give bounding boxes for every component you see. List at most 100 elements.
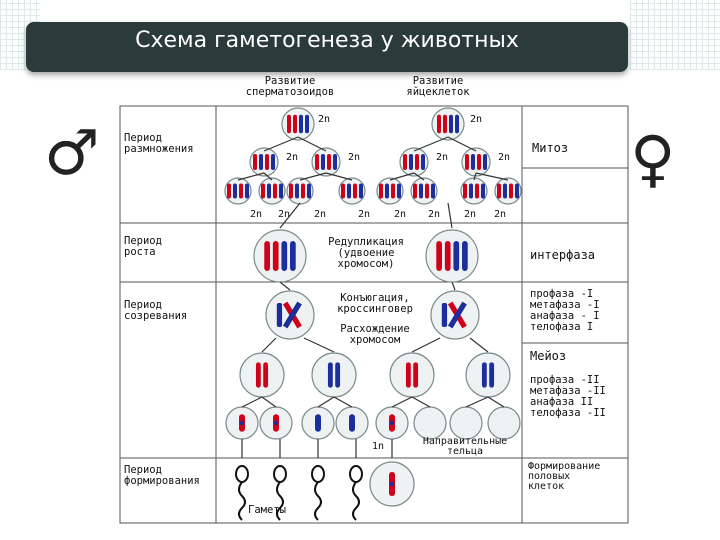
chromosome bbox=[267, 183, 271, 199]
chromosome bbox=[481, 362, 487, 388]
chromosome bbox=[315, 153, 319, 171]
chromosome bbox=[447, 301, 467, 329]
period-maturation: Период созревания bbox=[124, 299, 188, 322]
connector-line bbox=[487, 396, 505, 408]
chromosome bbox=[413, 183, 417, 199]
chromosome bbox=[299, 114, 303, 134]
chromosome bbox=[379, 183, 383, 199]
chromosome bbox=[441, 303, 448, 327]
chromosome bbox=[290, 241, 296, 271]
chromosome bbox=[503, 183, 507, 199]
cell bbox=[389, 352, 435, 398]
chromosome bbox=[335, 362, 341, 388]
sperm-head bbox=[311, 465, 325, 483]
chromosome bbox=[307, 183, 311, 199]
label-formation: Формирование половых клеток bbox=[528, 461, 601, 492]
ploidy-2n: 2n bbox=[278, 209, 291, 220]
chromosome bbox=[264, 241, 270, 271]
ploidy-2n: 2n bbox=[464, 209, 477, 220]
label-reduplication: Редупликация (удвоение хромосом) bbox=[328, 236, 404, 270]
title-bar bbox=[26, 22, 628, 72]
chromosome bbox=[425, 183, 429, 199]
chromosome bbox=[295, 183, 299, 199]
cell bbox=[461, 147, 491, 177]
ploidy-2n: 2n bbox=[348, 152, 361, 163]
connector-line bbox=[389, 172, 415, 181]
chromosome bbox=[444, 241, 451, 271]
connector-line bbox=[473, 172, 477, 181]
chromosome bbox=[353, 183, 357, 199]
chromosome bbox=[282, 301, 302, 329]
chromosome bbox=[253, 153, 257, 171]
chromosome bbox=[305, 114, 309, 134]
chromosome bbox=[397, 183, 401, 199]
period-formation: Период формирования bbox=[124, 464, 200, 487]
connector-line bbox=[411, 337, 441, 353]
ploidy-2n: 2n bbox=[436, 152, 449, 163]
ploidy-2n: 2n bbox=[494, 209, 507, 220]
chromosome bbox=[509, 183, 513, 199]
chromosome bbox=[475, 183, 479, 199]
chromosome bbox=[293, 114, 297, 134]
chromosome bbox=[333, 153, 337, 171]
chromosome bbox=[233, 183, 237, 199]
ploidy-1n: 1n bbox=[372, 441, 385, 452]
centromere bbox=[273, 420, 279, 426]
chromosome bbox=[463, 183, 467, 199]
connector-line bbox=[299, 172, 327, 181]
ploidy-2n: 2n bbox=[286, 152, 299, 163]
connector-line bbox=[411, 396, 431, 408]
chromosome bbox=[347, 183, 351, 199]
connector-line bbox=[263, 172, 273, 181]
chromosome bbox=[276, 303, 283, 327]
chromosome bbox=[321, 153, 325, 171]
chromosome bbox=[477, 153, 481, 171]
chromosome bbox=[281, 241, 288, 271]
chromosome bbox=[443, 114, 447, 134]
chromosome bbox=[421, 153, 425, 171]
cell bbox=[431, 107, 465, 141]
header-oocytes: Развитие яйцеклеток bbox=[406, 75, 470, 98]
chromosome bbox=[385, 183, 389, 199]
connector-line bbox=[413, 172, 425, 181]
connector-line bbox=[261, 396, 277, 408]
chromosome bbox=[272, 241, 279, 271]
chromosome bbox=[415, 153, 419, 171]
cell bbox=[311, 352, 357, 398]
chromosome bbox=[462, 241, 468, 271]
connector-line bbox=[413, 136, 449, 152]
chromosome bbox=[497, 183, 501, 199]
connector-line bbox=[279, 202, 301, 229]
cell bbox=[338, 177, 366, 205]
cell bbox=[376, 177, 404, 205]
chromosome bbox=[455, 114, 459, 134]
cell bbox=[410, 177, 438, 205]
connector-line bbox=[447, 136, 477, 152]
ploidy-2n: 2n bbox=[470, 114, 483, 125]
ploidy-2n: 2n bbox=[314, 209, 327, 220]
cell bbox=[425, 229, 479, 283]
ploidy-2n: 2n bbox=[498, 152, 511, 163]
centromere bbox=[315, 420, 321, 426]
label-meiosis-2: профаза -II метафаза -II анафаза II тело… bbox=[530, 374, 606, 419]
chromosome bbox=[409, 153, 413, 171]
chromosome bbox=[481, 183, 485, 199]
chromosome bbox=[279, 183, 283, 199]
connector-line bbox=[469, 337, 489, 353]
sperm-tail bbox=[314, 481, 322, 521]
connector-line bbox=[333, 396, 353, 408]
chromosome bbox=[287, 114, 291, 134]
chromosome bbox=[469, 183, 473, 199]
cell bbox=[286, 177, 314, 205]
chromosome bbox=[471, 153, 475, 171]
chromosome bbox=[239, 183, 243, 199]
cell bbox=[311, 147, 341, 177]
sperm-head bbox=[349, 465, 363, 483]
chromosome bbox=[227, 183, 231, 199]
chromosome bbox=[263, 362, 269, 388]
header-spermatozoa: Развитие сперматозоидов bbox=[245, 75, 335, 98]
page-title: Схема гаметогенеза у животных bbox=[135, 28, 519, 53]
chromosome bbox=[391, 183, 395, 199]
ploidy-2n: 2n bbox=[250, 209, 263, 220]
